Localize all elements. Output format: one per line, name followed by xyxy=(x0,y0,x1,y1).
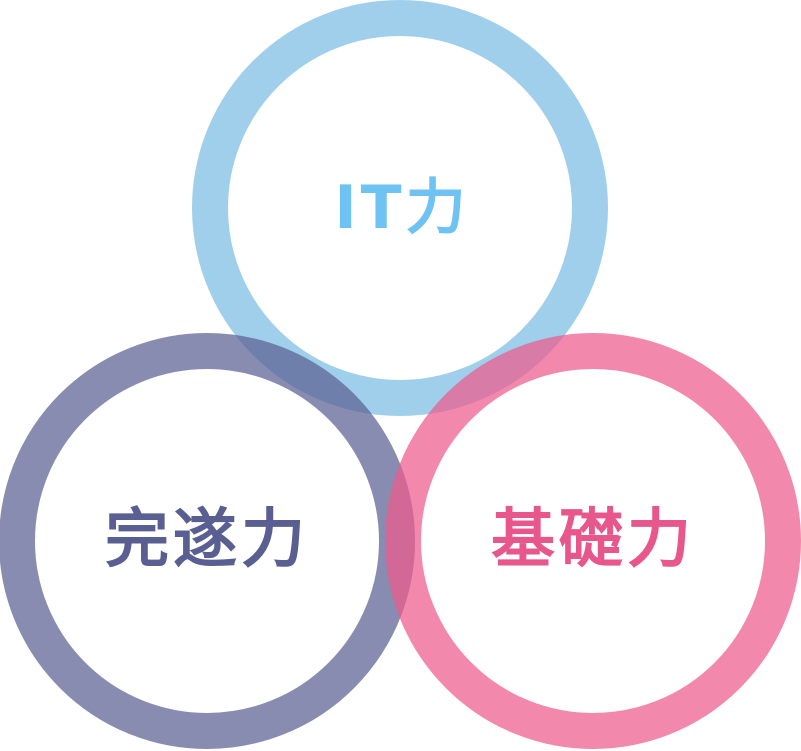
label-foundation: 基礎力 xyxy=(491,503,695,577)
label-it: IT力 xyxy=(334,173,469,243)
ring-it xyxy=(192,0,608,416)
ring-foundation xyxy=(385,333,801,749)
label-completion: 完遂力 xyxy=(105,503,309,577)
